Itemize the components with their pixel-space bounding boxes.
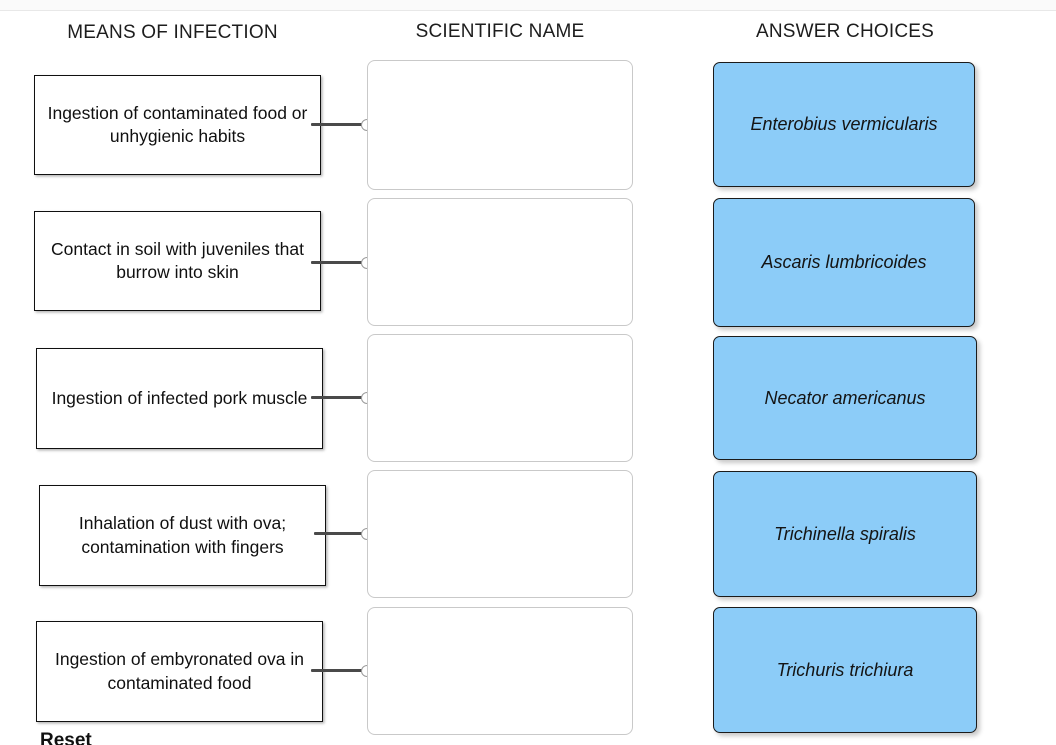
connector-line xyxy=(311,396,367,399)
prompt-box: Ingestion of contaminated food or unhygi… xyxy=(34,75,321,175)
answer-choice-card[interactable]: Necator americanus xyxy=(713,336,977,460)
drop-zone[interactable] xyxy=(367,607,633,735)
connector-line xyxy=(314,532,367,535)
drop-zone[interactable] xyxy=(367,334,633,462)
drop-zone[interactable] xyxy=(367,60,633,190)
prompt-box: Ingestion of infected pork muscle xyxy=(36,348,323,449)
column-header-scientific-name: SCIENTIFIC NAME xyxy=(415,21,585,42)
drop-zone[interactable] xyxy=(367,470,633,598)
prompt-box: Contact in soil with juveniles that burr… xyxy=(34,211,321,311)
column-header-answer-choices: ANSWER CHOICES xyxy=(755,21,935,42)
prompt-box: Inhalation of dust with ova; contaminati… xyxy=(39,485,326,586)
answer-choice-card[interactable]: Ascaris lumbricoides xyxy=(713,198,975,327)
drop-zone[interactable] xyxy=(367,198,633,326)
prompt-box: Ingestion of embyronated ova in contamin… xyxy=(36,621,323,722)
connector-line xyxy=(311,261,367,264)
reset-button[interactable]: Reset xyxy=(40,730,92,745)
connector-line xyxy=(311,669,367,672)
answer-choice-card[interactable]: Trichinella spiralis xyxy=(713,471,977,597)
connector-line xyxy=(311,123,367,126)
column-header-means-of-infection: MEANS OF INFECTION xyxy=(67,22,278,43)
answer-choice-card[interactable]: Trichuris trichiura xyxy=(713,607,977,733)
browser-chrome-bar xyxy=(0,0,1056,11)
answer-choice-card[interactable]: Enterobius vermicularis xyxy=(713,62,975,187)
